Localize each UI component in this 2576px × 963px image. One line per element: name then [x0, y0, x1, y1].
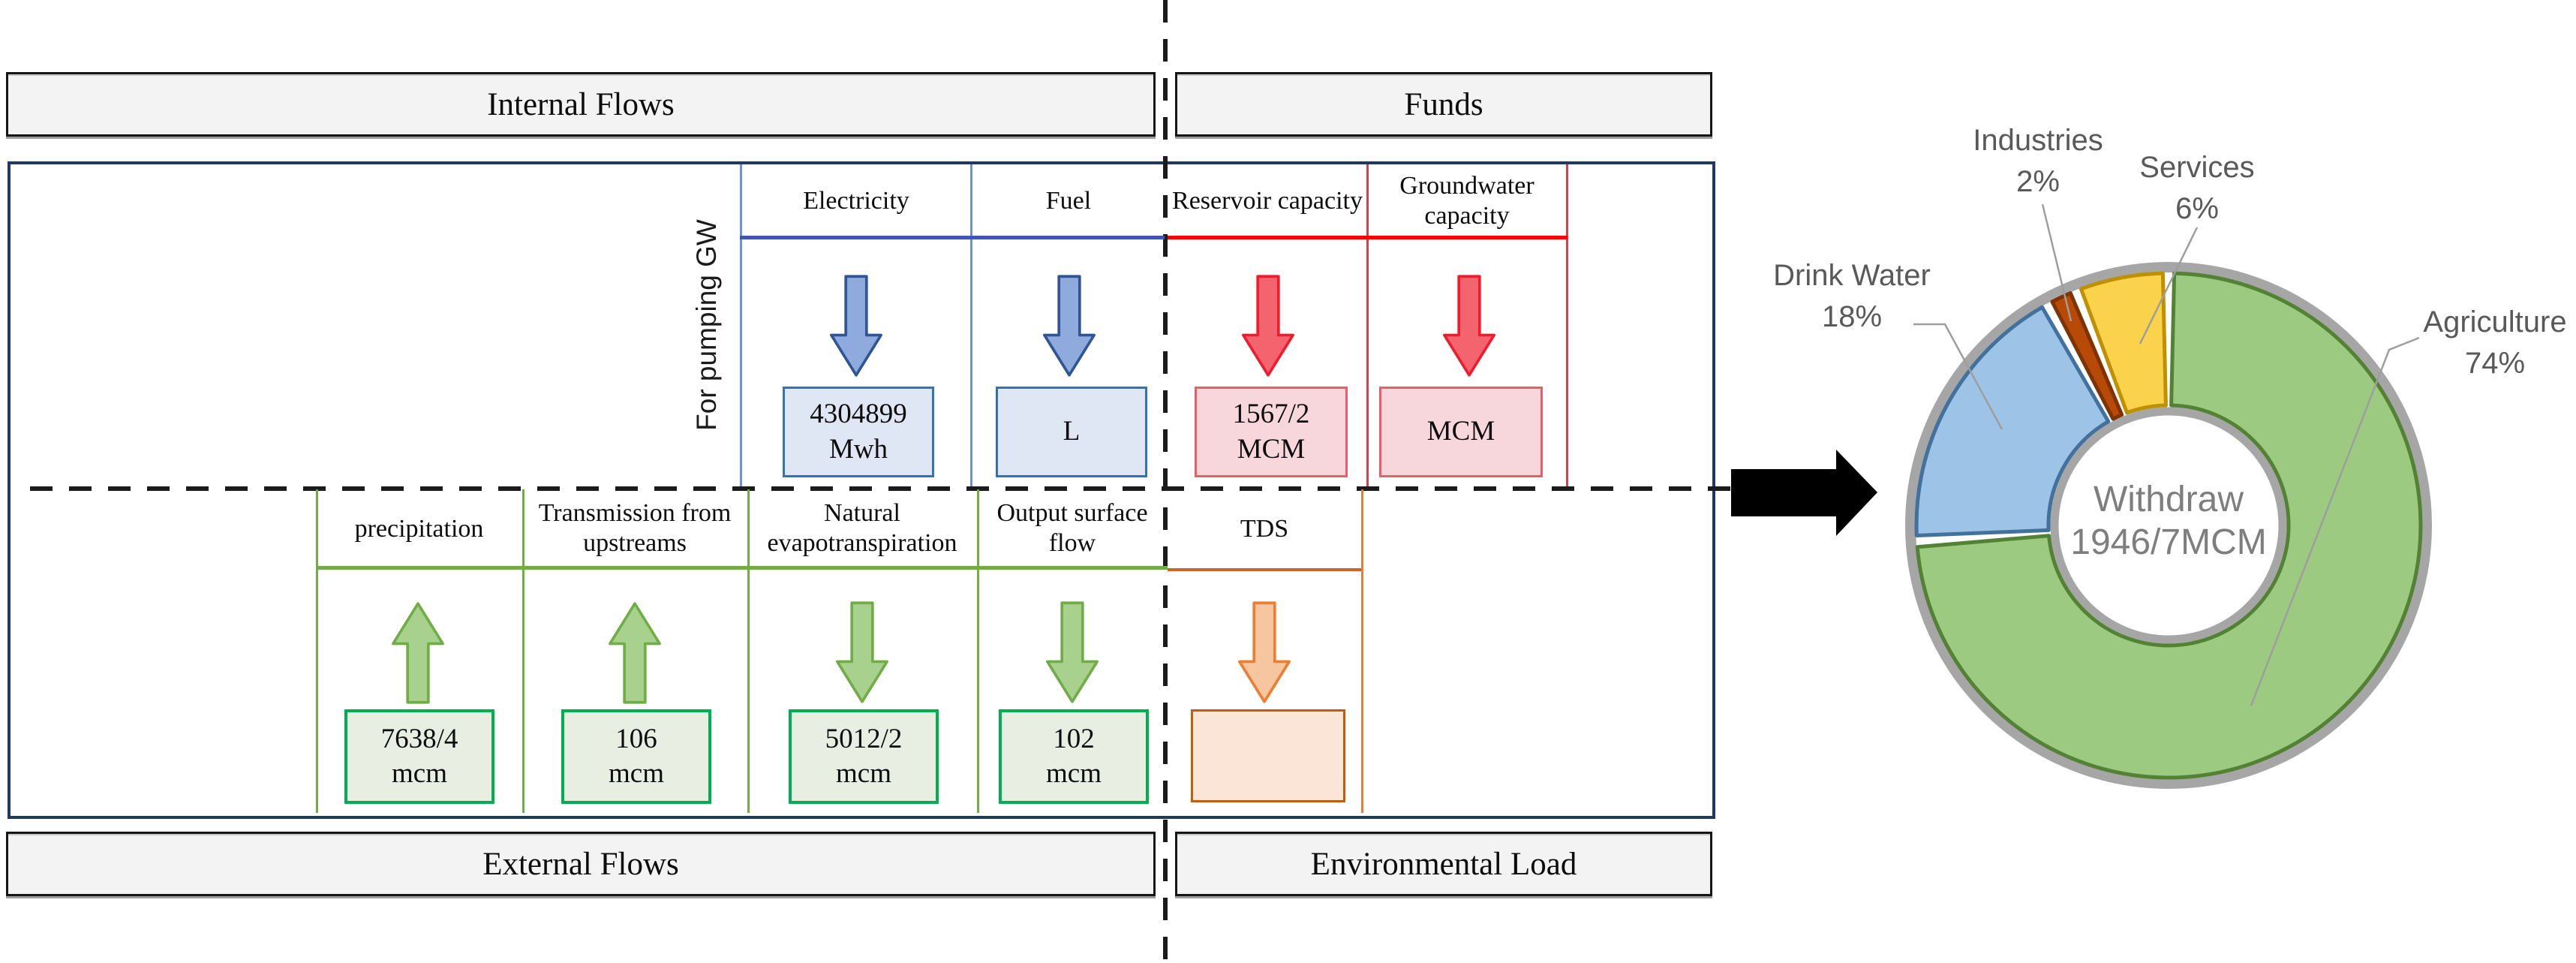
column-label-natural-evapotranspiration: Natural evapotranspiration: [767, 498, 957, 557]
output-surface-flow-value-box: 102 mcm: [999, 709, 1149, 804]
industries-callout: Industries 2%: [1925, 120, 2151, 203]
groundwater-capacity-value-box: MCM: [1379, 387, 1543, 477]
transmission-value-box: 106 mcm: [561, 709, 711, 804]
agriculture-percent: 74%: [2464, 347, 2526, 381]
reservoir-capacity-value-box: 1567/2 MCM: [1195, 387, 1348, 477]
output-surface-flow-value: 102: [1053, 723, 1095, 754]
up-arrow-icon: [609, 602, 661, 704]
evapotranspiration-value: 5012/2: [825, 723, 903, 754]
services-label: Services: [2139, 151, 2255, 184]
services-callout: Services 6%: [2085, 147, 2310, 230]
agriculture-leader-line: [2250, 336, 2420, 706]
fuel-unit: L: [1063, 416, 1081, 447]
agriculture-callout: Agriculture 74%: [2405, 302, 2576, 384]
down-arrow-icon: [1443, 275, 1495, 377]
electricity-fuel-underline: [740, 236, 1165, 239]
evapotranspiration-unit: mcm: [836, 758, 891, 789]
reservoir-unit: MCM: [1237, 433, 1306, 465]
tds-underline: [1168, 568, 1361, 571]
funds-title: Funds: [1404, 86, 1483, 122]
services-percent: 6%: [2175, 192, 2219, 226]
transmission-value: 106: [615, 723, 657, 754]
external-flows-underline: [316, 566, 1168, 570]
donut-slice-drink-water: [1914, 305, 2111, 537]
drink-water-label: Drink Water: [1773, 259, 1931, 292]
tds-value-box: [1191, 709, 1345, 802]
vertical-dashed-divider: [1163, 0, 1168, 963]
electricity-unit: Mwh: [828, 433, 888, 465]
output-surface-flow-unit: mcm: [1046, 758, 1102, 789]
industries-percent: 2%: [2016, 165, 2060, 199]
column-label-groundwater-capacity: Groundwater capacity: [1399, 171, 1534, 230]
funds-header: Funds: [1175, 72, 1712, 137]
column-label-transmission-upstreams: Transmission from upstreams: [538, 498, 732, 557]
column-label-electricity: Electricity: [803, 186, 909, 215]
services-leader-line: [2139, 227, 2199, 345]
reservoir-value: 1567/2: [1232, 399, 1310, 430]
column-label-tds: TDS: [1240, 514, 1289, 543]
column-divider-line: [316, 489, 318, 813]
column-label-precipitation: precipitation: [354, 514, 484, 543]
drink-water-leader-line: [1913, 323, 2003, 430]
internal-flows-title: Internal Flows: [487, 86, 675, 122]
environmental-load-header: Environmental Load: [1175, 832, 1712, 896]
column-divider-line: [522, 489, 525, 813]
electricity-value: 4304899: [810, 399, 907, 430]
horizontal-dashed-divider: [30, 486, 1831, 491]
donut-center-label: Withdraw 1946/7MCM: [2018, 479, 2319, 564]
withdraw-donut-chart: [1731, 203, 2432, 789]
flow-arrow-icon: [1731, 450, 1877, 536]
down-arrow-icon: [836, 601, 888, 703]
down-arrow-icon: [830, 275, 882, 377]
internal-flows-header: Internal Flows: [6, 72, 1156, 137]
external-flows-title: External Flows: [482, 846, 679, 882]
down-arrow-icon: [1043, 275, 1096, 377]
for-pumping-gw-label: For pumping GW: [691, 197, 722, 453]
column-divider-line: [747, 489, 750, 813]
electricity-value-box: 4304899 Mwh: [783, 387, 934, 477]
donut-inner-ring: [2050, 407, 2287, 644]
industries-label: Industries: [1973, 124, 2103, 157]
withdraw-amount: 1946/7MCM: [2070, 522, 2267, 562]
industries-leader-line: [2041, 203, 2073, 322]
drink-water-callout: Drink Water 18%: [1739, 255, 1964, 338]
donut-slice-agriculture: [1915, 271, 2423, 780]
agriculture-label: Agriculture: [2423, 305, 2567, 339]
precipitation-value: 7638/4: [380, 723, 458, 754]
fuel-value-box: L: [996, 387, 1147, 477]
for-pumping-gw-text: For pumping GW: [691, 219, 722, 431]
donut-slice-industries: [2050, 291, 2124, 421]
column-label-reservoir-capacity: Reservoir capacity: [1172, 186, 1363, 215]
column-divider-line: [977, 489, 979, 813]
capacity-underline: [1168, 236, 1568, 239]
donut-outer-ring: [1905, 262, 2432, 789]
down-arrow-icon: [1046, 601, 1099, 703]
donut-slices: [1914, 271, 2423, 780]
down-arrow-icon: [1242, 275, 1294, 377]
column-divider-line: [970, 164, 972, 486]
down-arrow-icon: [1238, 601, 1291, 703]
groundwater-unit: MCM: [1426, 416, 1495, 447]
external-flows-header: External Flows: [6, 832, 1156, 896]
withdraw-text: Withdraw: [2093, 480, 2244, 519]
transmission-unit: mcm: [609, 758, 664, 789]
column-divider-line: [1361, 489, 1363, 813]
evapotranspiration-value-box: 5012/2 mcm: [789, 709, 939, 804]
column-label-fuel: Fuel: [1045, 186, 1092, 215]
column-divider-line: [740, 164, 742, 486]
precipitation-unit: mcm: [392, 758, 447, 789]
environmental-load-title: Environmental Load: [1310, 846, 1577, 882]
precipitation-value-box: 7638/4 mcm: [344, 709, 494, 804]
column-label-output-surface-flow: Output surface flow: [996, 498, 1148, 557]
column-divider-line: [1566, 164, 1568, 486]
column-divider-line: [1366, 164, 1369, 486]
drink-water-percent: 18%: [1821, 300, 1883, 334]
donut-slice-services: [2079, 271, 2168, 415]
up-arrow-icon: [392, 602, 444, 704]
